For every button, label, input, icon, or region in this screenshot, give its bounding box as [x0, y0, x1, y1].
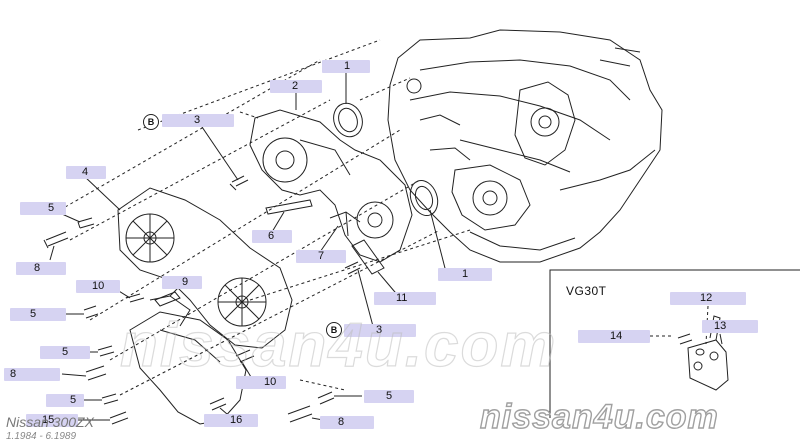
inset-parts-drawing: [620, 305, 729, 391]
callout-part-4[interactable]: 4: [66, 166, 106, 179]
fasteners-drawing: [43, 175, 385, 425]
callout-part-7[interactable]: 7: [296, 250, 346, 263]
callout-part-8-c[interactable]: 8: [320, 416, 374, 429]
callout-part-14[interactable]: 14: [578, 330, 650, 343]
callout-part-5-c[interactable]: 5: [40, 346, 90, 359]
callout-part-1-seal[interactable]: 1: [322, 60, 370, 73]
inset-engine-label: VG30T: [566, 284, 607, 298]
reference-marker-b-upper: B: [143, 114, 159, 130]
callout-part-15[interactable]: 15: [26, 414, 78, 427]
callout-part-10-b[interactable]: 10: [236, 376, 286, 389]
reference-marker-b-lower: B: [326, 322, 342, 338]
callout-part-2[interactable]: 2: [270, 80, 322, 93]
callout-part-8-a[interactable]: 8: [16, 262, 66, 275]
callout-part-10-a[interactable]: 10: [76, 280, 120, 293]
callout-part-5-d[interactable]: 5: [46, 394, 84, 407]
callout-part-1-seal-lower[interactable]: 1: [438, 268, 492, 281]
upper-timing-cover-drawing: [117, 187, 293, 349]
callout-part-12[interactable]: 12: [670, 292, 746, 305]
callout-part-5-a[interactable]: 5: [20, 202, 66, 215]
callout-part-11[interactable]: 11: [374, 292, 436, 305]
callout-part-5-b[interactable]: 5: [10, 308, 66, 321]
model-name: Nissan 300ZX: [6, 414, 94, 430]
callout-part-3-lower[interactable]: 3: [344, 324, 416, 337]
callout-part-9[interactable]: 9: [162, 276, 202, 289]
callout-part-8-b[interactable]: 8: [4, 368, 60, 381]
watermark-logo: nissan4u.com: [479, 397, 719, 436]
callout-part-5-e[interactable]: 5: [364, 390, 414, 403]
callout-part-3-upper[interactable]: 3: [162, 114, 234, 127]
callout-part-13[interactable]: 13: [702, 320, 758, 333]
production-date-range: 1.1984 - 6.1989: [6, 431, 77, 442]
seal-drawing: [333, 102, 439, 216]
engine-block-drawing: [387, 29, 663, 263]
inset-frame: [549, 269, 800, 418]
callout-part-6[interactable]: 6: [252, 230, 292, 243]
watermark-ghost: nissan4u.com: [119, 310, 558, 380]
callout-part-16[interactable]: 16: [204, 414, 258, 427]
leader-lines: [59, 39, 471, 396]
